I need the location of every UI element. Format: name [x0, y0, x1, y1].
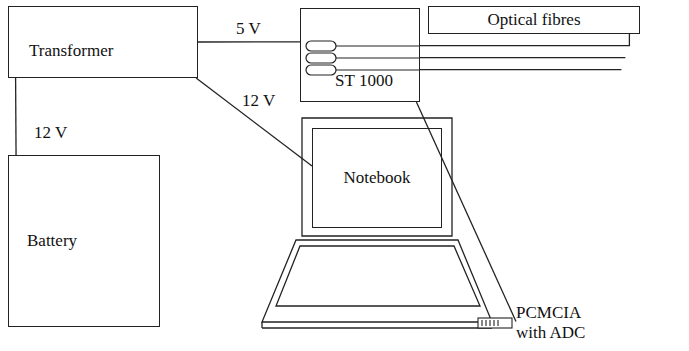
node-text: ST 1000: [335, 71, 393, 91]
voltage-label: 12 V: [240, 92, 277, 110]
pcmcia-card: [478, 318, 512, 328]
node-text: Notebook: [343, 168, 410, 188]
voltage-label: 12 V: [32, 124, 69, 142]
transformer-box: Transformer: [8, 6, 198, 78]
fibre-leads: [336, 46, 420, 70]
node-text: PCMCIA with ADC: [516, 303, 598, 343]
battery-box: Battery: [8, 155, 160, 327]
supply-line: [198, 41, 300, 42]
node-text: Optical fibres: [488, 10, 581, 30]
node-text: Transformer: [29, 41, 113, 61]
voltage-label: 5 V: [234, 20, 263, 38]
fibre-ports: [306, 41, 336, 75]
notebook-base: [262, 118, 492, 328]
optical-fibre-lines: [420, 34, 629, 70]
notebook-screen: Notebook: [312, 128, 442, 228]
node-text: Battery: [27, 231, 77, 251]
spectrometer-box: ST 1000: [300, 8, 420, 102]
supply-line: [416, 102, 516, 321]
pcmcia-label: PCMCIA with ADC: [516, 303, 602, 347]
supply-line: [15, 78, 17, 155]
optical-fibres-box: Optical fibres: [428, 6, 640, 34]
supply-line: [196, 78, 312, 166]
